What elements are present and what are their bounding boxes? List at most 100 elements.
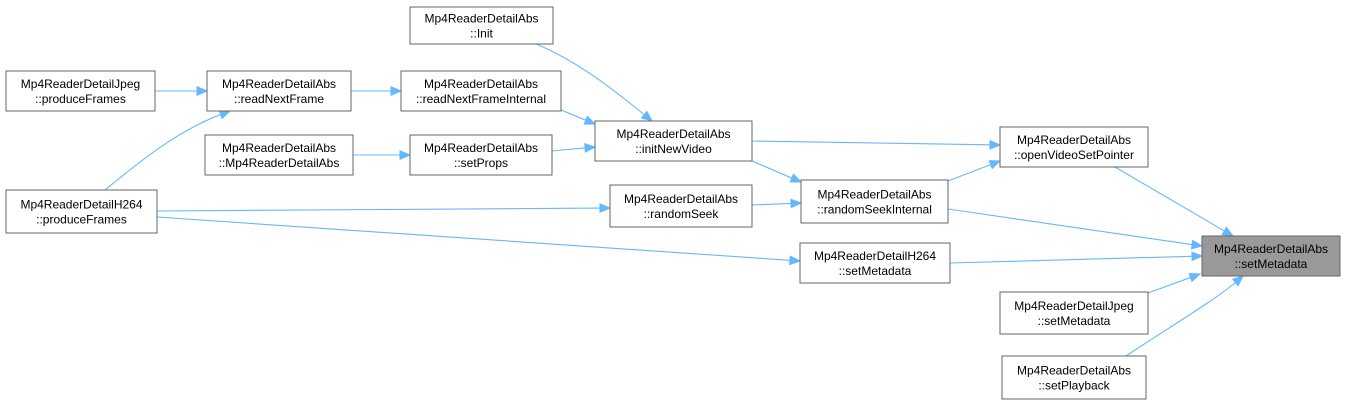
node-method-label: ::initNewVideo [635, 142, 712, 156]
arrowhead [640, 110, 653, 122]
node-box [999, 291, 1149, 335]
edge-set_playback-to-set_metadata [1125, 275, 1244, 357]
arrowhead [1191, 251, 1204, 262]
edge-random_seek-to-random_seek_int [751, 198, 803, 209]
node-method-label: ::setMetadata [1235, 257, 1308, 271]
edge-line [751, 202, 792, 206]
edge-line [947, 164, 991, 182]
node-method-label: ::produceFrames [36, 213, 127, 227]
edge-ctor-to-set_props [353, 150, 412, 160]
node-box [409, 134, 553, 176]
edge-line [560, 109, 586, 121]
arrowhead [1231, 275, 1244, 287]
node-box [594, 120, 753, 162]
arrowhead [989, 139, 1002, 150]
edge-h264_produce-to-h264_set_meta [156, 216, 802, 266]
node-set-metadata: Mp4ReaderDetailAbs::setMetadata [1201, 235, 1341, 277]
arrowhead [790, 198, 803, 209]
node-box [5, 189, 158, 234]
edge-line [551, 147, 586, 152]
node-box [400, 70, 562, 112]
node-random-seek-int[interactable]: Mp4ReaderDetailAbs::randomSeekInternal [800, 179, 949, 224]
node-box [204, 134, 354, 176]
edge-line [156, 216, 791, 261]
arrowhead [583, 115, 597, 125]
node-random-seek[interactable]: Mp4ReaderDetailAbs::randomSeek [609, 184, 753, 228]
node-jpeg-set-meta[interactable]: Mp4ReaderDetailJpeg::setMetadata [999, 291, 1149, 335]
node-method-label: ::readNextFrame [234, 92, 324, 106]
node-class-label: Mp4ReaderDetailAbs [1017, 364, 1131, 378]
edge-line [751, 140, 991, 146]
node-method-label: ::readNextFrameInternal [416, 92, 546, 106]
edge-h264_produce-to-random_seek [156, 203, 612, 214]
edge-open_video-to-set_metadata [1114, 166, 1235, 237]
node-method-label: ::openVideoSetPointer [1014, 148, 1134, 162]
node-class-label: Mp4ReaderDetailAbs [1214, 242, 1328, 256]
edge-line [104, 114, 221, 191]
edge-init-to-init_new_video [535, 43, 653, 122]
node-method-label: ::Init [470, 27, 493, 41]
node-init[interactable]: Mp4ReaderDetailAbs::Init [409, 6, 554, 45]
nodes-layer: Mp4ReaderDetailAbs::InitMp4ReaderDetailJ… [5, 6, 1341, 400]
node-box [409, 6, 554, 45]
node-jpeg-produce[interactable]: Mp4ReaderDetailJpeg::produceFrames [5, 70, 156, 112]
arrowhead [390, 86, 403, 96]
node-method-label: ::produceFrames [35, 92, 126, 106]
node-class-label: Mp4ReaderDetailAbs [222, 77, 336, 91]
arrowhead [196, 86, 209, 96]
arrowhead [1190, 239, 1204, 250]
edge-set_props-to-init_new_video [551, 142, 597, 153]
node-box [609, 184, 753, 228]
edge-line [751, 160, 793, 179]
node-class-label: Mp4ReaderDetailAbs [817, 188, 931, 202]
node-class-label: Mp4ReaderDetailAbs [616, 127, 730, 141]
node-class-label: Mp4ReaderDetailAbs [424, 141, 538, 155]
node-method-label: ::setMetadata [1038, 314, 1111, 328]
node-class-label: Mp4ReaderDetailH264 [814, 249, 936, 263]
edge-init_new_video-to-open_video [751, 139, 1002, 150]
edge-jpeg_produce-to-read_next [155, 86, 209, 96]
edge-h264_set_meta-to-set_metadata [949, 251, 1204, 264]
node-box [206, 70, 352, 112]
edge-read_next_int-to-init_new_video [560, 109, 597, 125]
node-method-label: ::setMetadata [839, 264, 912, 278]
edge-line [535, 43, 645, 116]
node-method-label: ::Mp4ReaderDetailAbs [219, 156, 340, 170]
arrowhead [789, 255, 802, 266]
node-read-next[interactable]: Mp4ReaderDetailAbs::readNextFrame [206, 70, 352, 112]
arrowhead [218, 110, 232, 120]
arrowhead [1221, 226, 1235, 237]
node-class-label: Mp4ReaderDetailH264 [20, 198, 142, 212]
arrowhead [1188, 272, 1202, 283]
node-read-next-int[interactable]: Mp4ReaderDetailAbs::readNextFrameInterna… [400, 70, 562, 112]
edge-line [1114, 166, 1225, 232]
node-method-label: ::randomSeek [644, 207, 720, 221]
node-class-label: Mp4ReaderDetailAbs [624, 192, 738, 206]
node-h264-produce[interactable]: Mp4ReaderDetailH264::produceFrames [5, 189, 158, 234]
node-class-label: Mp4ReaderDetailAbs [424, 77, 538, 91]
node-method-label: ::setProps [454, 156, 508, 170]
node-method-label: ::randomSeekInternal [817, 203, 932, 217]
node-box [999, 126, 1149, 168]
node-class-label: Mp4ReaderDetailAbs [222, 141, 336, 155]
node-class-label: Mp4ReaderDetailJpeg [21, 77, 140, 91]
edge-line [949, 255, 1193, 264]
edge-line [156, 207, 601, 212]
arrowhead [584, 142, 597, 153]
edge-line [1125, 282, 1236, 357]
node-box [5, 70, 156, 112]
node-box [800, 179, 949, 224]
arrowhead [599, 203, 612, 214]
edges-layer [104, 43, 1244, 357]
node-open-video[interactable]: Mp4ReaderDetailAbs::openVideoSetPointer [999, 126, 1149, 168]
edge-read_next-to-read_next_int [351, 86, 403, 96]
node-set-playback[interactable]: Mp4ReaderDetailAbs::setPlayback [1001, 355, 1147, 400]
node-h264-set-meta[interactable]: Mp4ReaderDetailH264::setMetadata [799, 242, 951, 284]
node-set-props[interactable]: Mp4ReaderDetailAbs::setProps [409, 134, 553, 176]
node-init-new-video[interactable]: Mp4ReaderDetailAbs::initNewVideo [594, 120, 753, 162]
node-class-label: Mp4ReaderDetailJpeg [1014, 299, 1133, 313]
arrowhead [988, 160, 1002, 170]
edge-line [1147, 276, 1191, 294]
node-ctor[interactable]: Mp4ReaderDetailAbs::Mp4ReaderDetailAbs [204, 134, 354, 176]
